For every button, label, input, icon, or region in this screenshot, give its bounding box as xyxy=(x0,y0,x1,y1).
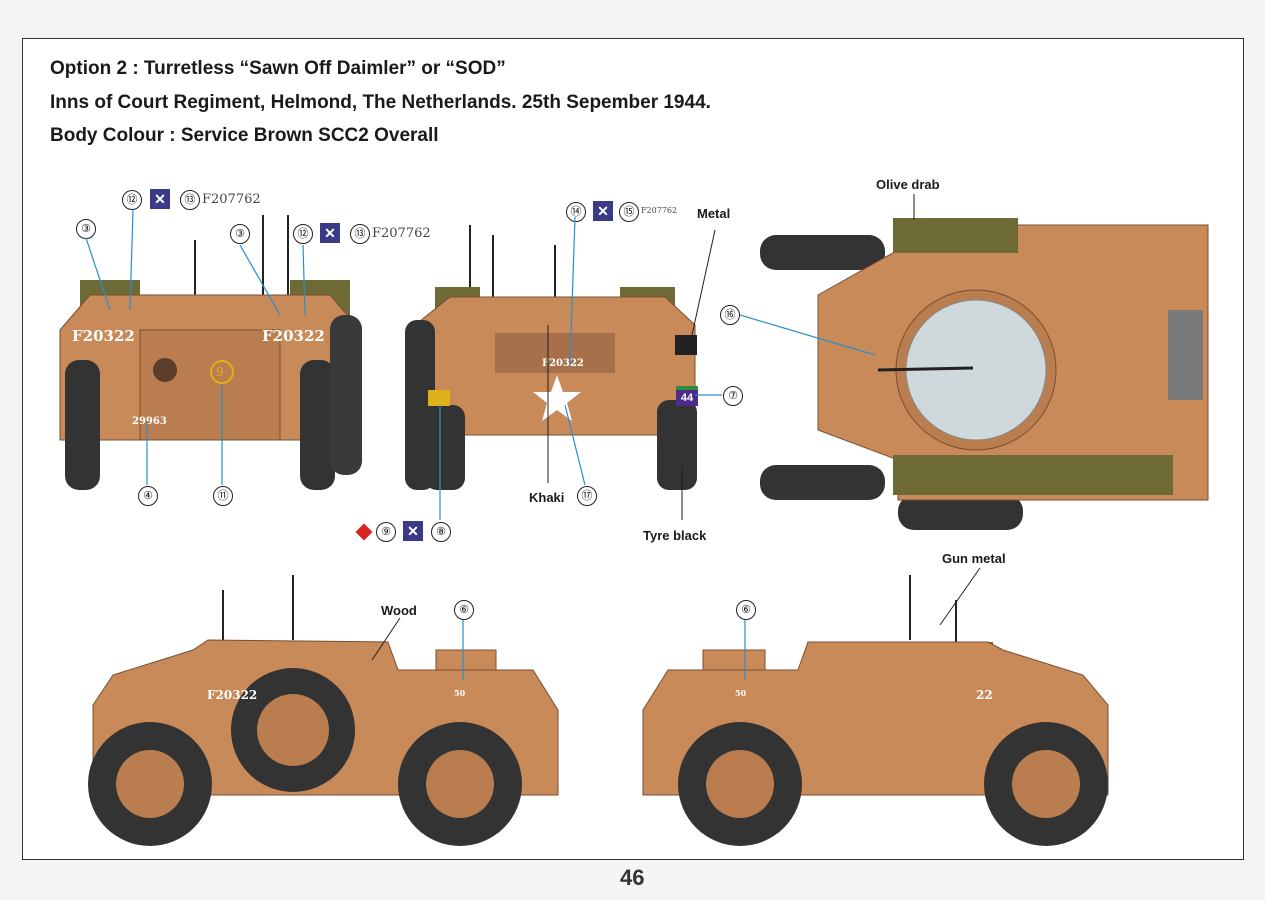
left-side-serial: F20322 xyxy=(207,688,258,702)
insignia-icon: ✕ xyxy=(593,201,613,221)
olive-drab-label: Olive drab xyxy=(876,177,940,192)
right-side-serial-tail: 22 xyxy=(976,688,993,702)
callout-17: ⑰ xyxy=(577,486,597,506)
callout-13-right: ⑬ xyxy=(350,224,370,244)
callout-11: ⑪ xyxy=(213,486,233,506)
left-side-view-illustration xyxy=(88,575,559,846)
right-side-leader-lines xyxy=(744,567,981,680)
top-leader-lines xyxy=(740,194,915,356)
wood-label: Wood xyxy=(381,603,417,618)
callout-9: ⑨ xyxy=(376,522,396,542)
serial-small: F207762 xyxy=(641,206,678,215)
gun-metal-label: Gun metal xyxy=(942,551,1006,566)
top-view-illustration xyxy=(760,218,1209,530)
callout-12-right: ⑫ xyxy=(293,224,313,244)
callout-13-left: ⑬ xyxy=(180,190,200,210)
insignia-icon: ✕ xyxy=(320,223,340,243)
rear-leader-lines xyxy=(85,209,306,485)
callout-7: ⑦ xyxy=(723,386,743,406)
front-view-illustration xyxy=(405,225,697,490)
rear-hull-serial-right: F20322 xyxy=(262,327,325,345)
callout-16: ⑯ xyxy=(720,305,740,325)
rear-plate-number: 29963 xyxy=(132,416,167,427)
rear-hull-serial: F20322 xyxy=(72,327,135,345)
right-side-view-illustration xyxy=(642,575,1109,846)
front-leader-lines xyxy=(439,216,722,520)
left-side-50: 50 xyxy=(454,688,466,698)
serial-large-right: F207762 xyxy=(372,226,431,241)
tyre-black-label: Tyre black xyxy=(643,528,707,543)
callout-3-right: ③ xyxy=(230,224,250,244)
khaki-label: Khaki xyxy=(529,490,565,505)
callout-6-left: ⑥ xyxy=(454,600,474,620)
front-plate-serial: F20322 xyxy=(542,358,584,369)
circle-9-marking: 9 xyxy=(216,365,224,379)
serial-large-left: F207762 xyxy=(202,192,261,207)
bridge-classification-badge: 44 xyxy=(676,386,698,406)
left-side-leader-lines xyxy=(371,617,464,680)
insignia-icon: ✕ xyxy=(403,521,423,541)
callout-15: ⑮ xyxy=(619,202,639,222)
page-number: 46 xyxy=(620,865,645,890)
callout-14: ⑭ xyxy=(566,202,586,222)
callout-4: ④ xyxy=(138,486,158,506)
callout-6-right: ⑥ xyxy=(736,600,756,620)
insignia-icon: ✕ xyxy=(150,189,170,209)
unit-line: Inns of Court Regiment, Helmond, The Net… xyxy=(50,92,711,113)
callout-8: ⑧ xyxy=(431,522,451,542)
rear-view-illustration xyxy=(59,215,362,490)
callout-12-left: ⑫ xyxy=(122,190,142,210)
metal-label: Metal xyxy=(697,206,731,221)
option-title: Option 2 : Turretless “Sawn Off Daimler”… xyxy=(50,58,506,79)
body-colour-line: Body Colour : Service Brown SCC2 Overall xyxy=(50,125,439,146)
right-side-50: 50 xyxy=(735,688,747,698)
